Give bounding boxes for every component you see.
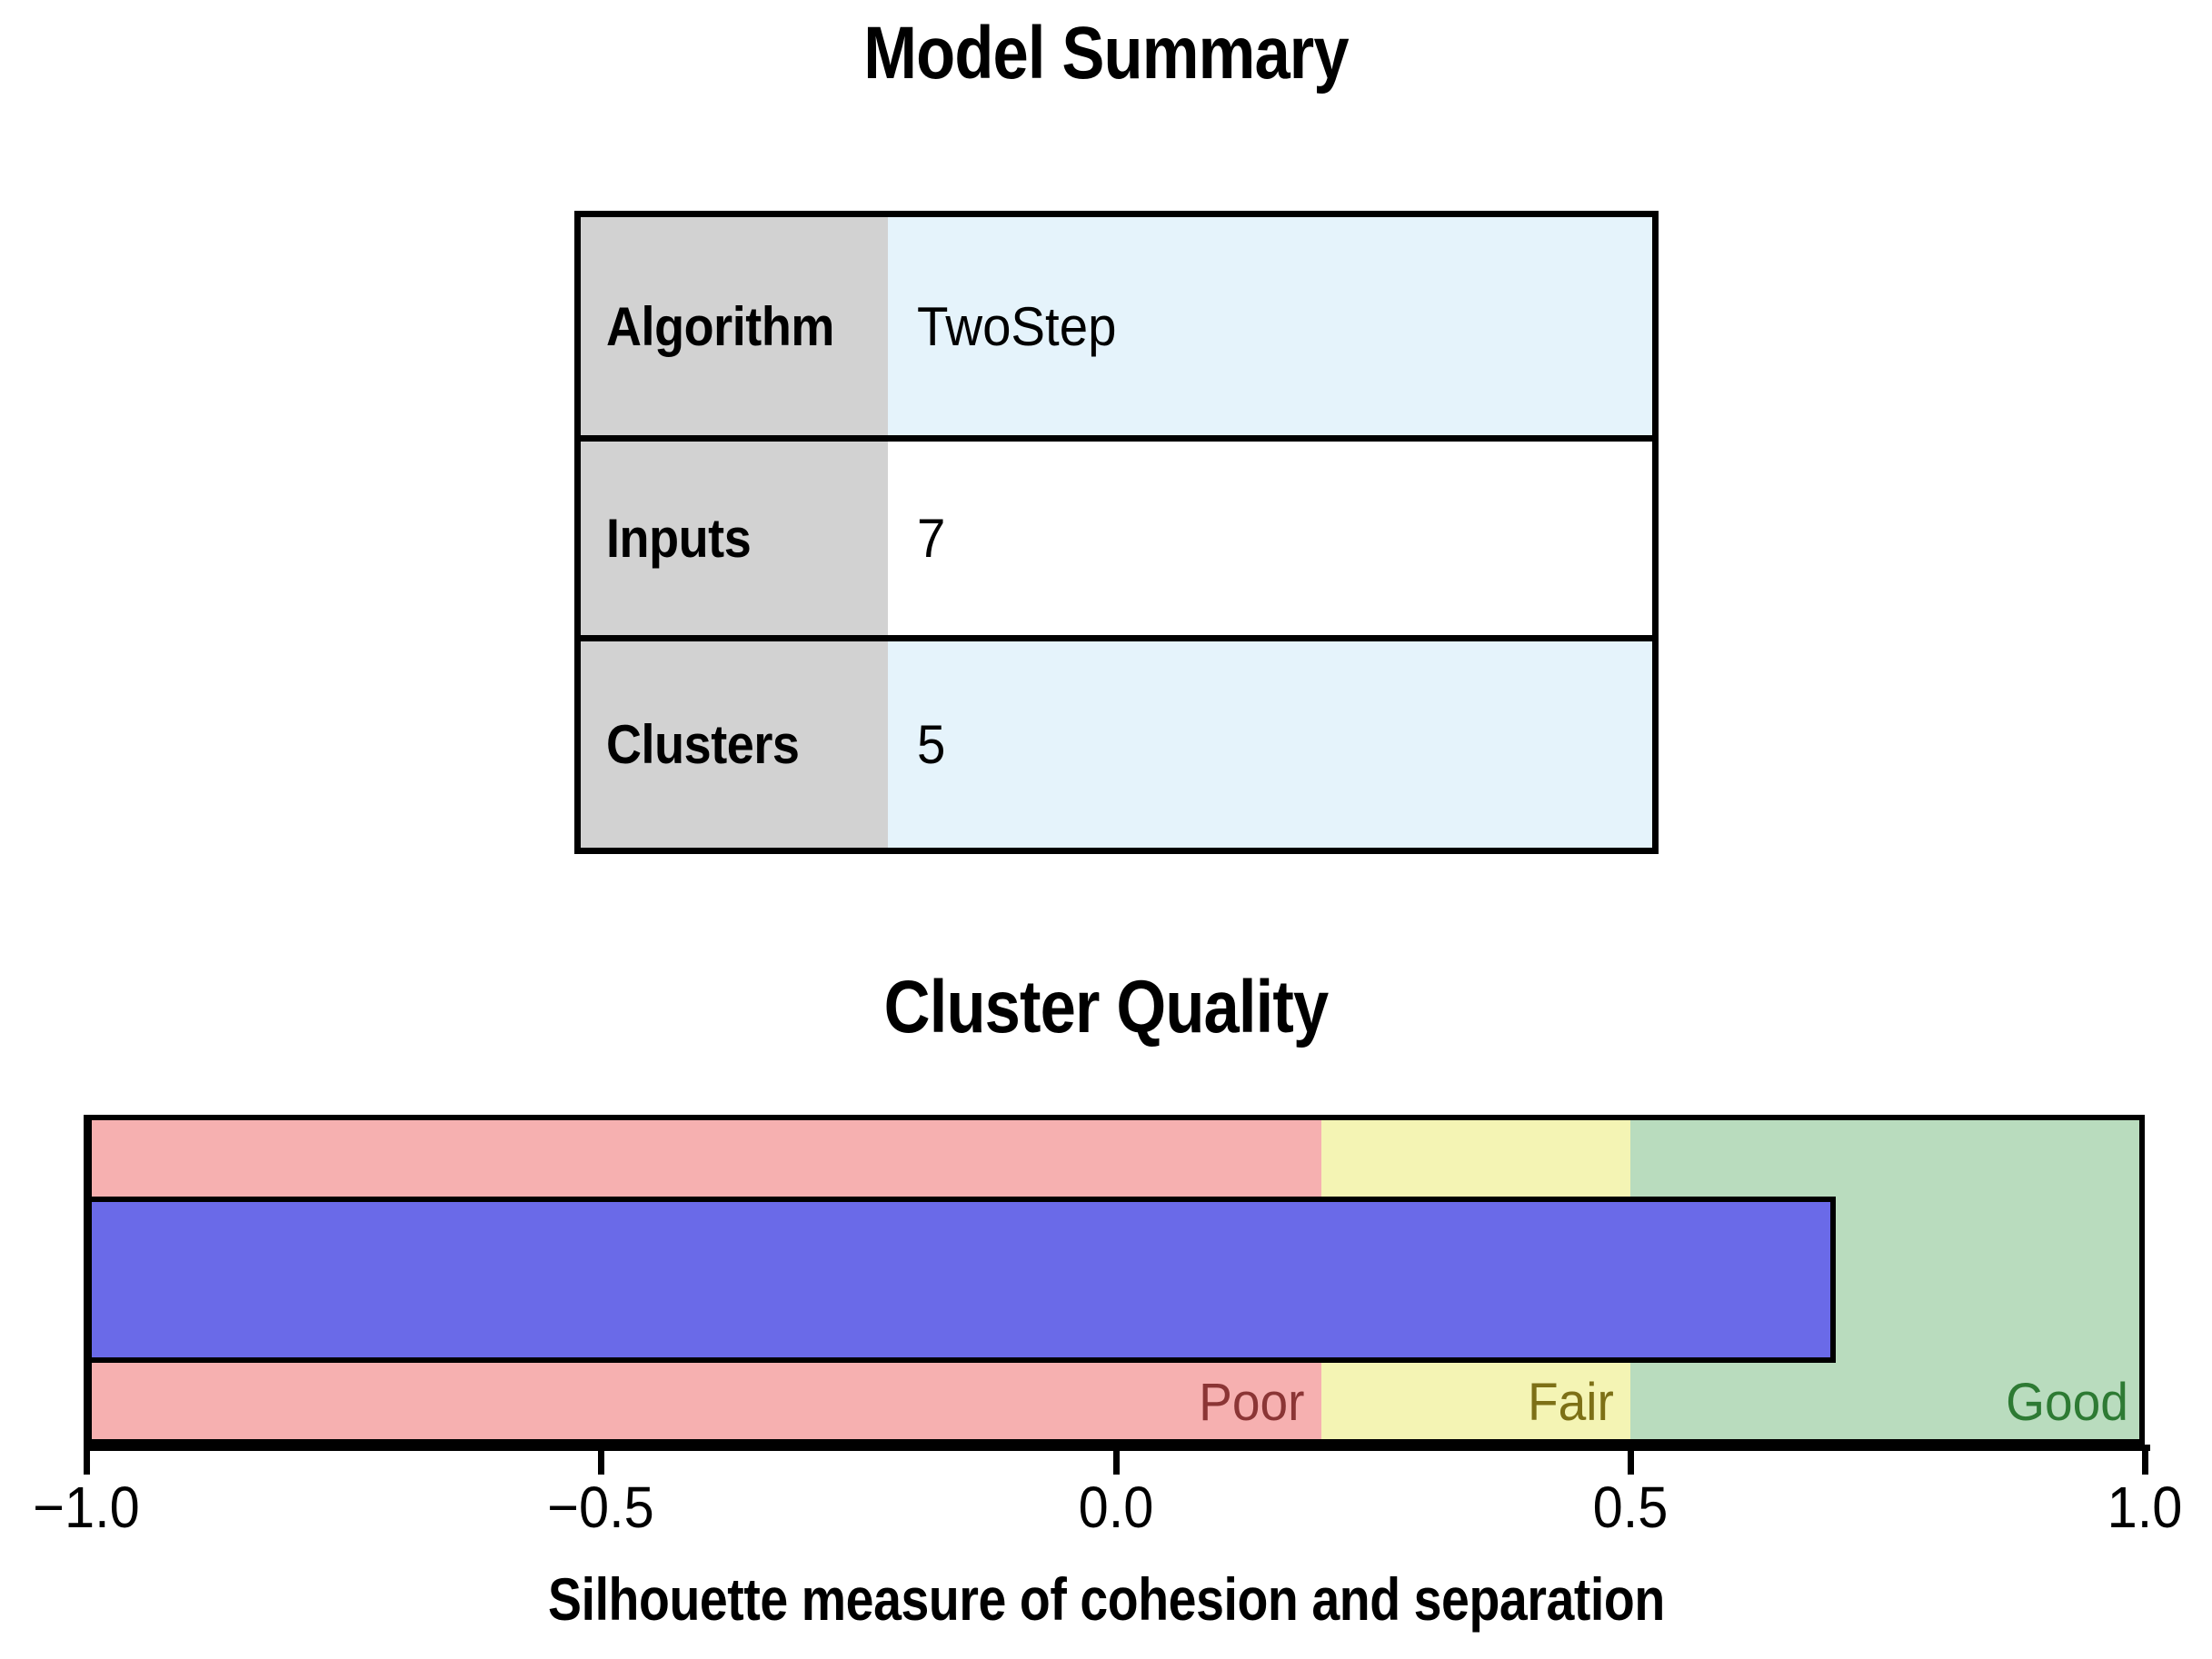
row-label-text: Inputs bbox=[606, 508, 752, 570]
x-axis-tick-label-text: −0.5 bbox=[547, 1475, 654, 1540]
row-value-algorithm: TwoStep bbox=[888, 217, 1652, 436]
row-value-clusters: 5 bbox=[888, 641, 1652, 848]
zone-label-good: Good bbox=[1999, 1365, 2128, 1441]
x-axis-tick bbox=[2142, 1445, 2148, 1475]
row-value-text: 5 bbox=[917, 714, 946, 776]
silhouette-measure-bar bbox=[86, 1197, 1837, 1363]
x-axis-tick-label: −1.0 bbox=[29, 1474, 144, 1541]
x-axis-tick bbox=[1112, 1445, 1120, 1475]
zone-label-poor-text: Poor bbox=[1199, 1373, 1305, 1432]
model-summary-table: Algorithm TwoStep Inputs 7 Clusters 5 bbox=[574, 211, 1659, 854]
x-axis-tick-label: 0.5 bbox=[1589, 1474, 1670, 1541]
x-axis-title-text: Silhouette measure of cohesion and separ… bbox=[547, 1565, 1665, 1633]
y-axis-spine bbox=[84, 1115, 90, 1475]
table-row: Inputs 7 bbox=[581, 435, 1652, 642]
x-axis-tick-label-text: −1.0 bbox=[33, 1475, 140, 1540]
x-axis-tick bbox=[1627, 1445, 1634, 1475]
x-axis-tick-label: 1.0 bbox=[2105, 1474, 2186, 1541]
row-label-text: Clusters bbox=[606, 714, 800, 776]
zone-label-poor: Poor bbox=[1193, 1365, 1305, 1441]
cluster-quality-title: Cluster Quality bbox=[883, 966, 1330, 1048]
row-value-inputs: 7 bbox=[888, 442, 1652, 636]
row-label-clusters: Clusters bbox=[581, 641, 888, 848]
x-axis-tick-label-text: 0.0 bbox=[1078, 1475, 1153, 1540]
model-summary-title: Model Summary bbox=[863, 12, 1349, 94]
x-axis-tick bbox=[598, 1445, 605, 1475]
cluster-quality-chart: Poor Fair Good bbox=[86, 1115, 2145, 1445]
x-axis-title: Silhouette measure of cohesion and separ… bbox=[0, 1565, 2212, 1634]
row-label-inputs: Inputs bbox=[581, 442, 888, 636]
zone-label-fair-text: Fair bbox=[1527, 1373, 1614, 1432]
row-value-text: 7 bbox=[917, 508, 946, 570]
x-axis-tick-label: 0.0 bbox=[1075, 1474, 1156, 1541]
zone-label-good-text: Good bbox=[2006, 1373, 2128, 1432]
x-axis-tick-label: −0.5 bbox=[543, 1474, 658, 1541]
zone-label-fair: Fair bbox=[1523, 1365, 1614, 1441]
row-label-algorithm: Algorithm bbox=[581, 217, 888, 436]
table-row: Clusters 5 bbox=[581, 641, 1652, 848]
table-row: Algorithm TwoStep bbox=[581, 217, 1652, 436]
row-label-text: Algorithm bbox=[606, 295, 834, 357]
x-axis-tick-label-text: 0.5 bbox=[1592, 1475, 1669, 1540]
row-value-text: TwoStep bbox=[917, 295, 1117, 357]
x-axis-tick-label-text: 1.0 bbox=[2107, 1475, 2183, 1540]
